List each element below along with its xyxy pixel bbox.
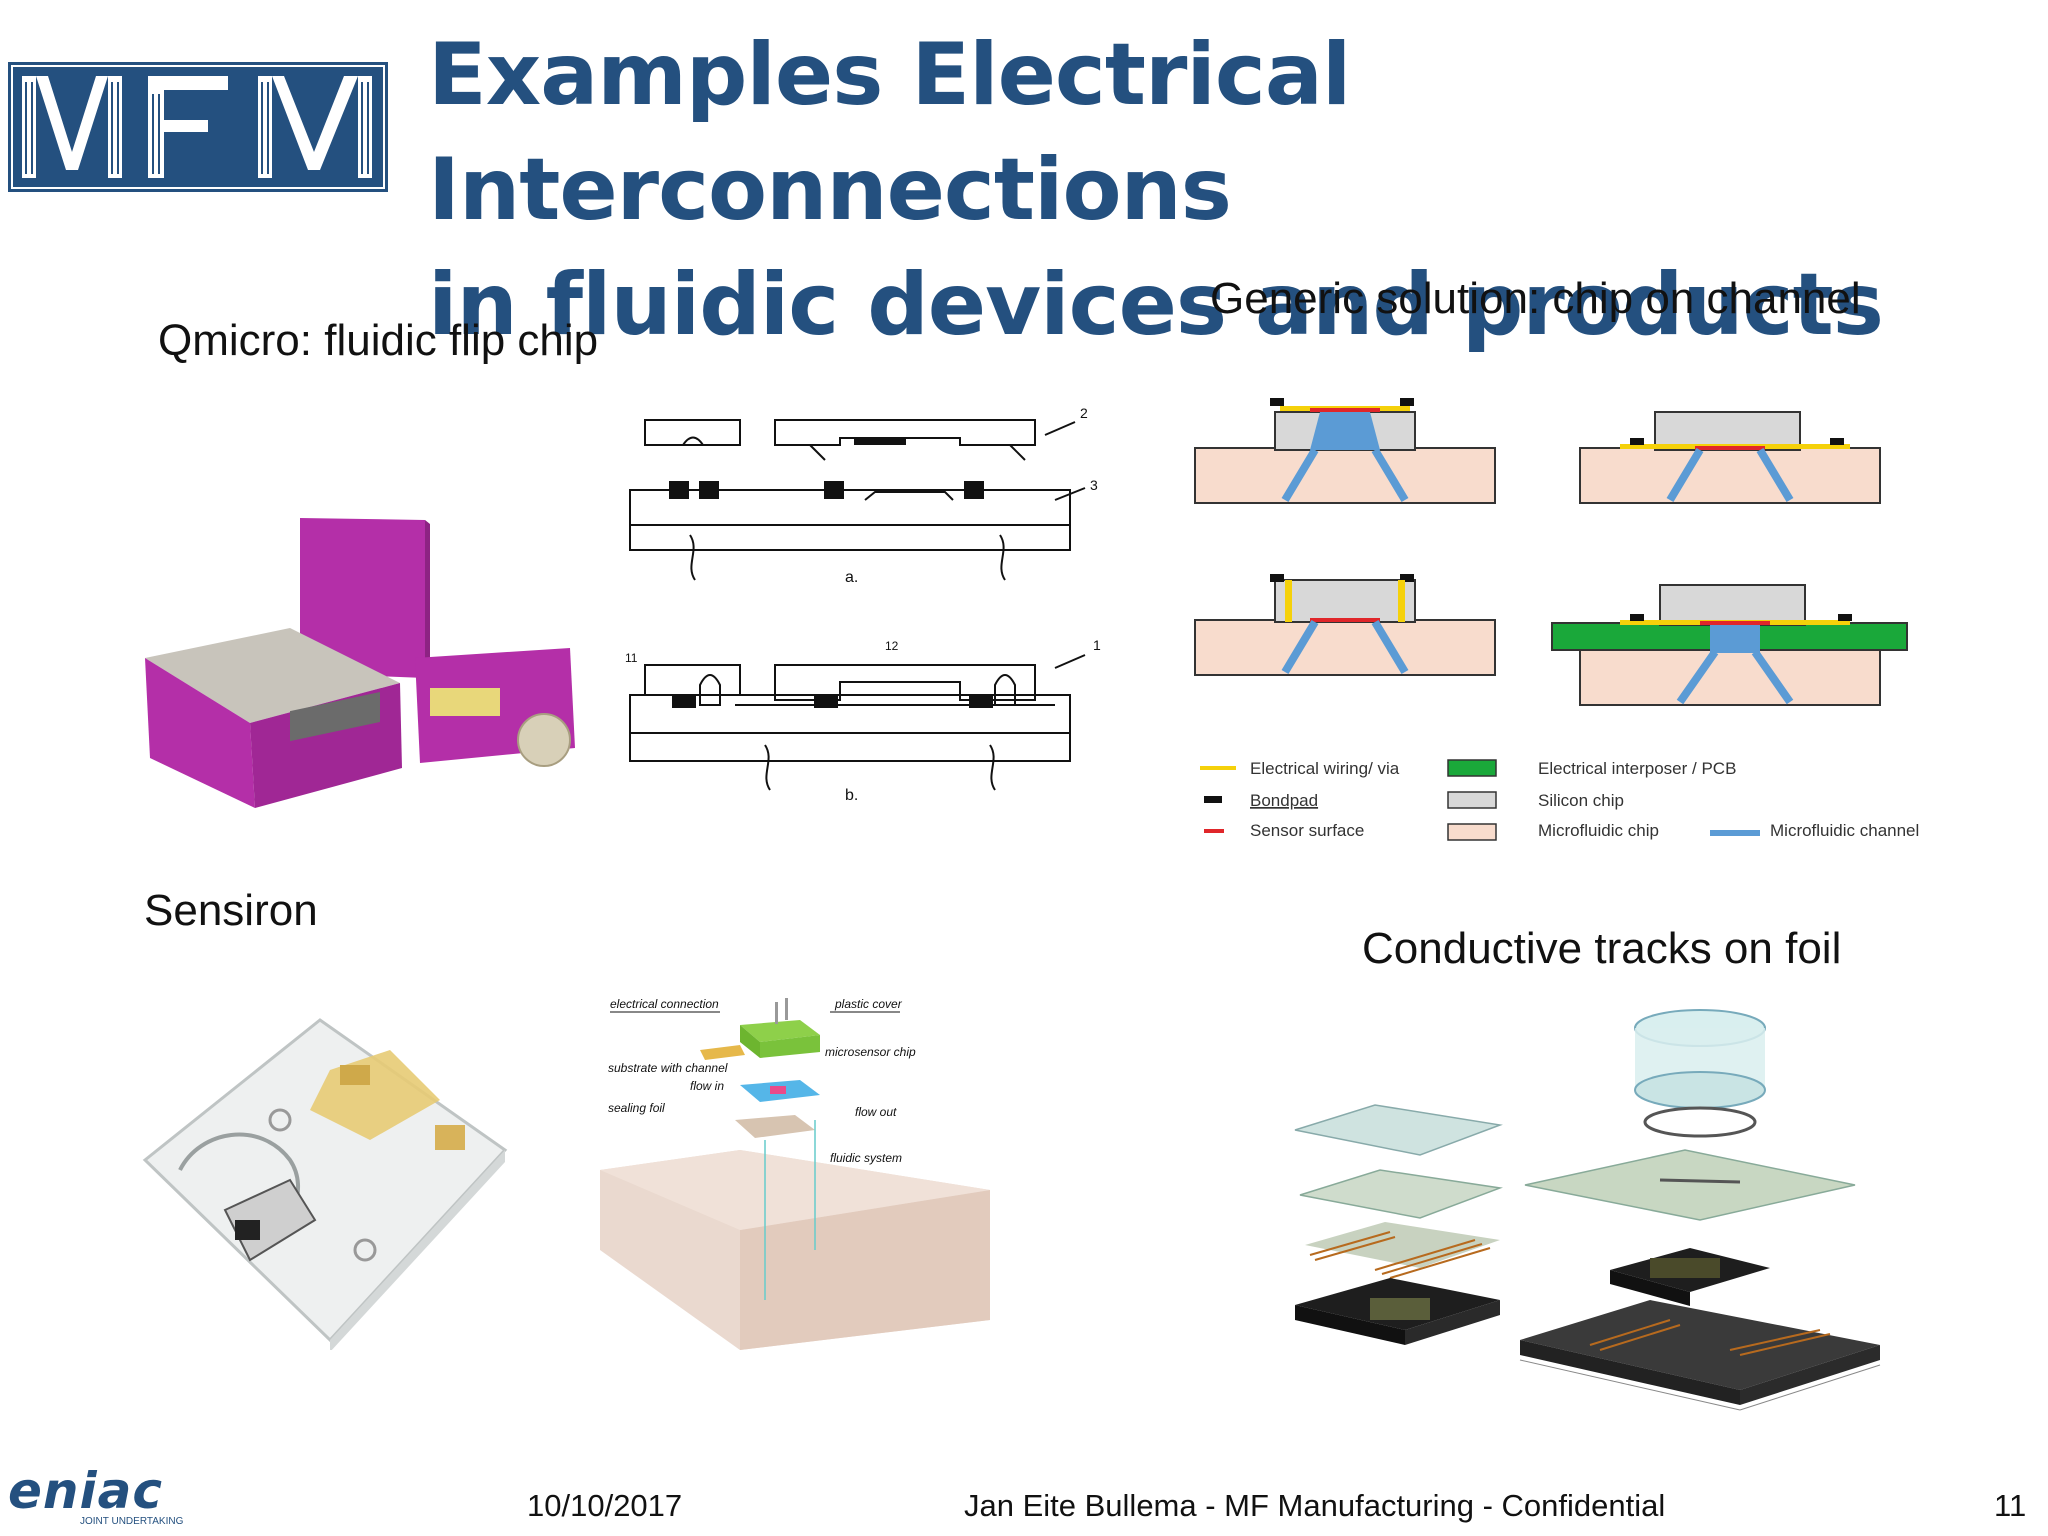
footer-date: 10/10/2017 — [527, 1488, 683, 1523]
eniac-logo-text: eniac — [8, 1462, 164, 1520]
foil-exploded-views — [1290, 1000, 1910, 1430]
legend-bondpad: Bondpad — [1250, 791, 1318, 810]
variant-3 — [1194, 574, 1496, 676]
label-2: 2 — [1080, 405, 1088, 421]
label-3: 3 — [1090, 477, 1098, 493]
mfm-logo — [8, 62, 388, 192]
qmicro-product-image — [140, 508, 580, 818]
label-sealing-foil: sealing foil — [608, 1101, 665, 1115]
slide-title: Examples Electrical Interconnections in … — [428, 18, 2028, 363]
legend-wiring: Electrical wiring/ via — [1250, 759, 1400, 778]
label-fluidic-system: fluidic system — [830, 1151, 902, 1165]
label-plastic-cover: plastic cover — [834, 997, 903, 1011]
label-1: 1 — [1093, 637, 1101, 653]
page-number: 11 — [1994, 1488, 2027, 1523]
fig-a-label: a. — [845, 569, 858, 586]
label-flow-in: flow in — [690, 1079, 724, 1093]
fig-b-label: b. — [845, 787, 858, 804]
label-electrical-connection: electrical connection — [610, 997, 719, 1011]
sensiron-exploded-diagram: electrical connection plastic cover micr… — [590, 990, 1010, 1360]
caption-sensiron: Sensiron — [144, 886, 318, 935]
eniac-logo: eniac JOINT UNDERTAKING — [8, 1466, 218, 1532]
qmicro-technical-drawing: a. 2 3 b. 1 11 12 — [615, 400, 1115, 820]
title-line-2: in fluidic devices and products — [428, 255, 1884, 355]
variant-2 — [1579, 411, 1881, 504]
label-12: 12 — [885, 639, 899, 653]
label-11: 11 — [625, 651, 638, 665]
variant-4 — [1551, 584, 1908, 706]
chip-on-channel-diagram: Electrical wiring/ via Bondpad Sensor su… — [1190, 380, 1940, 850]
mfm-logo-graphic — [8, 62, 388, 192]
caption-qmicro: Qmicro: fluidic flip chip — [158, 316, 599, 365]
label-substrate: substrate with channel — [608, 1061, 728, 1075]
label-microsensor-chip: microsensor chip — [825, 1045, 916, 1059]
legend-silicon: Silicon chip — [1538, 791, 1624, 810]
footer-center-text: Jan Eite Bullema - MF Manufacturing - Co… — [964, 1488, 1666, 1523]
eniac-logo-subtext: JOINT UNDERTAKING — [80, 1516, 184, 1527]
legend-channel: Microfluidic channel — [1770, 821, 1919, 840]
variant-1 — [1194, 398, 1496, 504]
legend-microfluidic-chip: Microfluidic chip — [1538, 821, 1659, 840]
title-line-1: Examples Electrical Interconnections — [428, 25, 1351, 240]
legend-sensor: Sensor surface — [1250, 821, 1364, 840]
legend: Electrical wiring/ via Bondpad Sensor su… — [1200, 759, 1919, 841]
legend-interposer: Electrical interposer / PCB — [1538, 759, 1736, 778]
caption-foil: Conductive tracks on foil — [1362, 924, 1842, 973]
caption-generic: Generic solution: chip on channel — [1210, 274, 1861, 323]
sensiron-sensor-image — [140, 1010, 510, 1352]
label-flow-out: flow out — [855, 1105, 897, 1119]
